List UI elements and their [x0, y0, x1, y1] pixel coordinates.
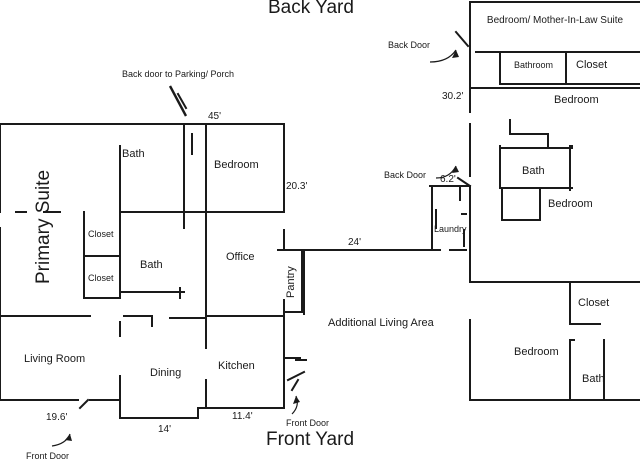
front-door-left-label: Front Door — [26, 451, 70, 461]
dimension-20-3: 20.3' — [286, 181, 308, 192]
back-yard-label: Back Yard — [268, 0, 354, 18]
right-wing-lower — [469, 339, 640, 401]
dimension-24: 24' — [348, 237, 362, 248]
bedroom-right1-label: Bedroom — [554, 94, 599, 106]
dining-label: Dining — [150, 367, 182, 379]
mother-in-law-suite-label: Bedroom/ Mother-In-Law Suite — [486, 15, 624, 26]
additional-living-label: Additional Living Area — [328, 317, 434, 329]
door-arrows — [51, 49, 459, 447]
bedroom-right3-label: Bedroom — [514, 346, 559, 358]
closet-right-label: Closet — [578, 297, 610, 309]
right-wing-rooms — [499, 119, 573, 221]
laundry-label: Laundry — [434, 224, 467, 234]
bathroom-mil-label: Bathroom — [514, 60, 554, 70]
pantry-label: Pantry — [285, 266, 297, 298]
bath-top-label: Bath — [122, 148, 145, 160]
dimension-6-2: 6.2' — [440, 174, 456, 185]
connector-walls — [303, 185, 640, 401]
main-house-outline — [0, 123, 285, 419]
arrow-back-parking — [168, 85, 188, 117]
dimension-11-4: 11.4' — [232, 411, 253, 422]
bath-main-label: Bath — [140, 259, 163, 271]
living-room-label: Living Room — [24, 353, 86, 365]
living-walls — [0, 315, 285, 407]
closet-upper-label: Closet — [88, 229, 114, 239]
primary-suite-doorways — [119, 123, 207, 337]
closet-mil-label: Closet — [576, 59, 608, 71]
back-door-top-label: Back Door — [388, 40, 431, 50]
back-door-mid-label: Back Door — [384, 170, 427, 180]
closet-lower-label: Closet — [88, 273, 114, 283]
bedroom-main-label: Bedroom — [214, 159, 259, 171]
front-yard-label: Front Yard — [266, 429, 355, 450]
arrow-back-door-top — [429, 49, 457, 63]
primary-suite-walls — [15, 145, 285, 299]
kitchen-walls — [119, 249, 303, 401]
right-wing-walls — [469, 1, 640, 251]
primary-suite-label: Primary Suite — [33, 169, 54, 284]
dimension-45: 45' — [208, 111, 222, 122]
bedroom-right2-label: Bedroom — [548, 198, 593, 210]
back-door-parking-label: Back door to Parking/ Porch — [122, 69, 235, 79]
door-swing-marks — [78, 30, 472, 410]
bath-right-label: Bath — [522, 165, 545, 177]
bath-right2-label: Bath — [582, 373, 605, 385]
dimension-30-2: 30.2' — [442, 91, 464, 102]
kitchen-label: Kitchen — [218, 360, 255, 372]
dimension-14: 14' — [158, 424, 172, 435]
dimension-19-6: 19.6' — [46, 412, 68, 423]
front-door-right-label: Front Door — [286, 418, 330, 428]
office-label: Office — [226, 251, 255, 263]
arrow-back-door-mid — [435, 165, 457, 179]
window-ticks — [295, 209, 467, 361]
walls — [0, 1, 640, 419]
